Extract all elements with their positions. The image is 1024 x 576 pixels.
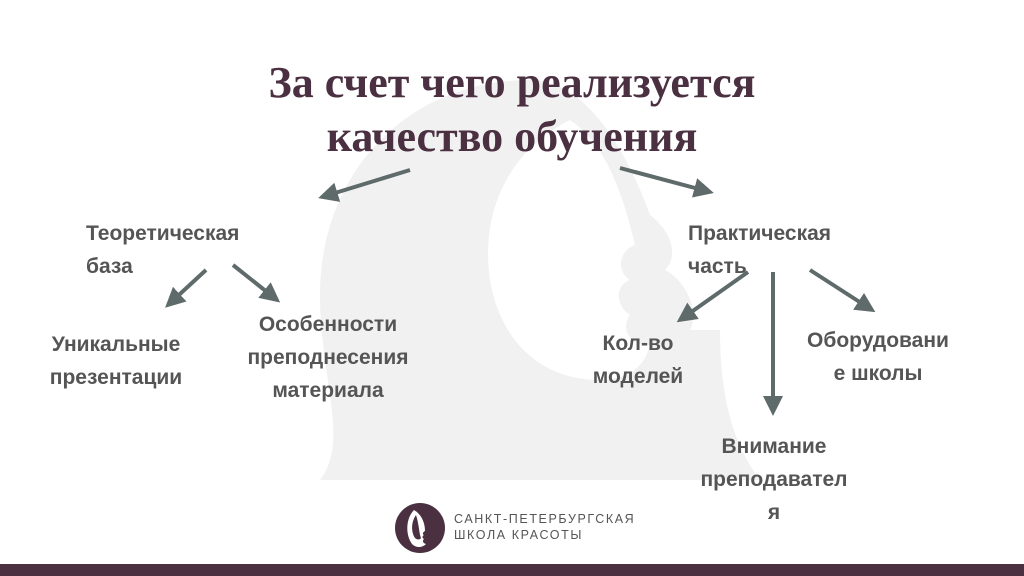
page-title: За счет чего реализуется качество обучен…	[112, 56, 912, 164]
node-equipment: Оборудовани е школы	[780, 324, 976, 390]
node-features-line-2: преподнесения	[247, 346, 409, 369]
node-theory: Теоретическая база	[86, 217, 239, 283]
logo-line-1: САНКТ-ПЕТЕРБУРГСКАЯ	[454, 512, 636, 526]
arrow-title-to-theory	[318, 168, 411, 202]
node-attention-line-3: я	[767, 501, 781, 524]
node-unique-line-1: Уникальные	[51, 333, 181, 356]
node-attention: Внимание преподавател я	[672, 430, 876, 529]
node-practice-line-1: Практическая	[688, 222, 832, 245]
arrow-title-to-practice	[619, 166, 714, 198]
node-practice-line-2: часть	[688, 255, 747, 278]
node-attention-line-1: Внимание	[721, 435, 827, 458]
node-equipment-line-2: е школы	[833, 362, 923, 385]
node-features: Особенности преподнесения материала	[218, 308, 438, 407]
arrow-theory-to-features	[231, 263, 281, 303]
school-logo-icon	[395, 503, 445, 553]
node-practice: Практическая часть	[688, 217, 831, 283]
school-logo-text: САНКТ-ПЕТЕРБУРГСКАЯ ШКОЛА КРАСОТЫ	[454, 511, 635, 543]
node-attention-line-2: преподавател	[700, 468, 848, 491]
arrow-practice-to-models	[676, 270, 750, 323]
bottom-bar	[0, 564, 1024, 576]
node-features-line-1: Особенности	[258, 313, 398, 336]
watermark-silhouette-icon	[320, 80, 760, 480]
node-unique: Уникальные презентации	[20, 328, 212, 394]
node-unique-line-2: презентации	[49, 366, 183, 389]
title-line-2: качество обучения	[326, 112, 698, 161]
arrow-theory-to-unique	[165, 268, 208, 308]
node-theory-line-1: Теоретическая	[86, 222, 240, 245]
node-features-line-3: материала	[272, 379, 384, 402]
node-models-line-1: Кол-во	[602, 332, 674, 355]
logo-line-2: ШКОЛА КРАСОТЫ	[454, 528, 584, 542]
node-models: Кол-во моделей	[570, 327, 706, 393]
node-models-line-2: моделей	[592, 365, 684, 388]
node-equipment-line-1: Оборудовани	[807, 329, 949, 352]
arrow-practice-to-equipment	[808, 268, 876, 313]
node-theory-line-2: база	[86, 255, 133, 278]
title-line-1: За счет чего реализуется	[268, 58, 756, 107]
